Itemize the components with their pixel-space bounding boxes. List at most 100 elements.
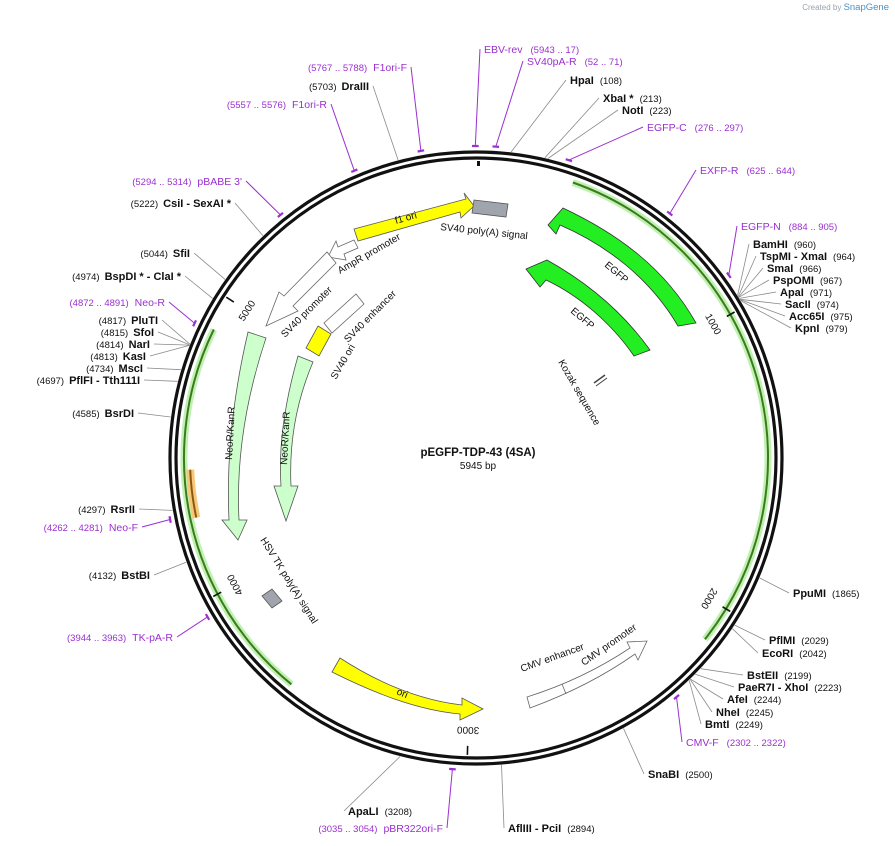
- ori-arrow[interactable]: [331, 657, 484, 721]
- enzyme-site-xbai[interactable]: XbaI *(213): [544, 93, 662, 159]
- enzyme-site-noti[interactable]: NotI(223): [547, 105, 672, 159]
- enzyme-site-acc65i[interactable]: Acc65I(975): [739, 299, 853, 323]
- primer-position: (5943 .. 17): [531, 45, 580, 56]
- enzyme-position: (2029): [801, 636, 828, 647]
- enzyme-site-draiii[interactable]: (5703)DraIII: [309, 81, 399, 161]
- primer-position: (52 .. 71): [585, 57, 623, 68]
- enzyme-name: Acc65I: [789, 311, 824, 323]
- enzyme-site-hpai[interactable]: HpaI(108): [510, 75, 622, 153]
- primer-cmv-f[interactable]: CMV-F(2302 .. 2322): [673, 694, 786, 749]
- enzyme-name: PaeR7I - XhoI: [738, 682, 808, 694]
- primer-name: Neo-F: [109, 522, 138, 534]
- primer-f1ori-f[interactable]: (5767 .. 5788)F1ori-F: [308, 62, 425, 153]
- enzyme-site-afei[interactable]: AfeI(2244): [690, 678, 781, 706]
- enzyme-site-nari[interactable]: (4814)NarI: [96, 339, 190, 351]
- enzyme-site-ecori[interactable]: EcoRI(2042): [732, 628, 827, 660]
- primer-tk-pa-r[interactable]: (3944 .. 3963)TK-pA-R: [67, 613, 211, 644]
- enzyme-site-bmti[interactable]: BmtI(2249): [688, 680, 763, 731]
- tick-mark: [225, 296, 235, 303]
- enzyme-site-pluti[interactable]: (4817)PluTI: [99, 315, 191, 345]
- feature-tracks: [180, 179, 772, 688]
- enzyme-site-bstbi[interactable]: (4132)BstBI: [89, 561, 187, 582]
- enzyme-site-bsrdi[interactable]: (4585)BsrDI: [72, 408, 171, 420]
- enzyme-site-sfoi[interactable]: (4815)SfoI: [101, 327, 190, 346]
- enzyme-name: RsrII: [111, 504, 135, 516]
- enzyme-name: PluTI: [131, 315, 158, 327]
- enzyme-name: PflMI: [769, 635, 795, 647]
- enzyme-name: KpnI: [795, 323, 819, 335]
- enzyme-site-apali[interactable]: ApaLI(3208): [343, 756, 412, 819]
- primer-sv40pa-r[interactable]: SV40pA-R(52 .. 71): [492, 56, 623, 148]
- enzyme-site-pflfi[interactable]: (4697)PflFI - Tth111I: [37, 375, 178, 387]
- enzyme-site-bspdi[interactable]: (4974)BspDI * - ClaI *: [72, 271, 213, 299]
- primer-pbr322ori-f[interactable]: (3035 .. 3054)pBR322ori-F: [318, 767, 456, 835]
- primer-pbabe3[interactable]: (5294 .. 5314)pBABE 3': [132, 176, 284, 218]
- sv40-promoter-arrow[interactable]: [265, 251, 337, 327]
- primer-neo-r[interactable]: (4872 .. 4891)Neo-R: [70, 297, 197, 327]
- enzyme-position: (5703): [309, 82, 336, 93]
- f1-ori-arrow[interactable]: [353, 192, 475, 242]
- egfp-outer-arrow[interactable]: [547, 207, 697, 327]
- enzyme-site-pflmi[interactable]: PflMI (2029): [734, 624, 829, 647]
- enzyme-site-tspmi[interactable]: TspMI - XmaI(964): [737, 251, 855, 297]
- enzyme-site-nhei[interactable]: NheI(2245): [689, 679, 773, 719]
- plasmid-name: pEGFP-TDP-43 (4SA): [420, 447, 535, 459]
- enzyme-label: SmaI(966): [767, 263, 821, 275]
- enzyme-position: (971): [810, 288, 832, 299]
- enzyme-label: NotI(223): [622, 105, 672, 117]
- primer-position: (4872 .. 4891): [70, 298, 129, 309]
- enzyme-site-csii[interactable]: (5222)CsiI - SexAI *: [131, 198, 264, 236]
- enzyme-leader-line: [737, 243, 750, 296]
- enzyme-site-apai[interactable]: ApaI(971): [739, 287, 832, 299]
- ampr-promoter-arrow[interactable]: [327, 239, 359, 261]
- neokanr-outer-arrow[interactable]: [221, 331, 267, 541]
- enzyme-site-pspomi[interactable]: PspOMI(967): [738, 275, 842, 298]
- enzyme-label: (4815)SfoI: [101, 327, 154, 339]
- enzyme-site-sacii[interactable]: SacII(974): [739, 298, 839, 311]
- primer-egfp-n[interactable]: EGFP-N(884 .. 905): [726, 221, 837, 279]
- kozak-mark[interactable]: [593, 374, 606, 384]
- primer-egfp-c[interactable]: EGFP-C(276 .. 297): [565, 122, 744, 163]
- enzyme-site-paer7i[interactable]: PaeR7I - XhoI(2223): [695, 673, 842, 694]
- sv40-ori-box[interactable]: [305, 325, 332, 357]
- enzyme-site-smai[interactable]: SmaI(966): [738, 263, 822, 298]
- primer-position: (5557 .. 5576): [227, 100, 286, 111]
- sv40-enhancer-box[interactable]: [323, 293, 365, 334]
- enzyme-site-rsrii[interactable]: (4297)RsrII: [78, 504, 173, 516]
- enzyme-position: (974): [817, 300, 839, 311]
- enzyme-site-aflIII[interactable]: AflIII - PciI(2894): [501, 764, 595, 835]
- cmv-enhancer-promoter-arrow[interactable]: [526, 640, 648, 709]
- enzyme-name: CsiI - SexAI *: [163, 198, 232, 210]
- backbone-outer-strand: [168, 150, 784, 766]
- enzyme-site-sfii[interactable]: (5044)SfiI: [140, 248, 226, 280]
- enzyme-leader-line: [153, 561, 187, 576]
- enzyme-site-snabi[interactable]: SnaBI(2500): [623, 728, 713, 781]
- primer-f1ori-r[interactable]: (5557 .. 5576)F1ori-R: [227, 99, 358, 174]
- primer-labels: EBV-rev(5943 .. 17)SV40pA-R(52 .. 71)EGF…: [44, 44, 838, 835]
- kozak-mark-2: [595, 377, 608, 387]
- egfp-inner-arrow[interactable]: [525, 259, 651, 357]
- enzyme-site-kpni[interactable]: KpnI(979): [740, 300, 848, 335]
- primer-neo-f[interactable]: (4262 .. 4281)Neo-F: [44, 516, 172, 534]
- enzyme-site-bamhi[interactable]: BamHI(960): [737, 239, 816, 296]
- sv40-polya-box[interactable]: [471, 199, 509, 218]
- enzyme-position: (2199): [784, 671, 811, 682]
- neokanr-inner-arrow[interactable]: [273, 355, 314, 523]
- enzyme-leader-line: [737, 255, 757, 297]
- enzyme-site-kasi[interactable]: (4813)KasI: [90, 345, 190, 363]
- primer-label: (5767 .. 5788)F1ori-F: [308, 62, 407, 74]
- primer-position: (625 .. 644): [747, 166, 796, 177]
- enzyme-position: (2244): [754, 695, 781, 706]
- enzyme-label: (5044)SfiI: [140, 248, 190, 260]
- hsv-tk-polya-box[interactable]: [261, 588, 283, 609]
- primer-exfp-r[interactable]: EXFP-R(625 .. 644): [666, 165, 796, 217]
- enzyme-site-ppumi[interactable]: PpuMI(1865): [759, 577, 860, 600]
- enzyme-site-msci[interactable]: (4734)MscI: [86, 363, 181, 375]
- primer-leader-line: [410, 66, 422, 151]
- enzyme-name: BsrDI: [105, 408, 134, 420]
- primer-label: EBV-rev(5943 .. 17): [484, 44, 579, 56]
- primer-ebv-rev[interactable]: EBV-rev(5943 .. 17): [472, 44, 579, 148]
- enzyme-site-bsteii[interactable]: BstEII(2199): [700, 668, 812, 682]
